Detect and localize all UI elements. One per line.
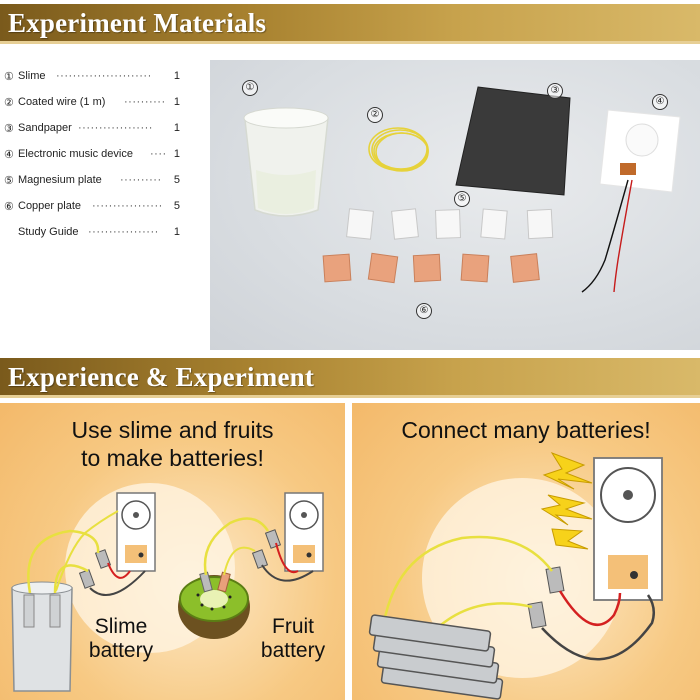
item-number: ② bbox=[4, 97, 14, 109]
item-name: Slime bbox=[18, 70, 46, 82]
slime-caption-line1: Slime bbox=[94, 615, 148, 638]
item-number: ④ bbox=[4, 149, 14, 161]
item-number: ① bbox=[4, 71, 14, 83]
item-quantity: 1 bbox=[173, 96, 180, 108]
photo-label-3: ③ bbox=[547, 83, 563, 99]
slime-battery-cup bbox=[11, 581, 73, 692]
music-device bbox=[581, 109, 681, 293]
coated-wire bbox=[368, 127, 429, 172]
music-device-large bbox=[593, 457, 663, 601]
item-name: Coated wire (1 m) bbox=[18, 96, 106, 108]
list-item: ② Coated wire (1 m) ·········· 1 bbox=[4, 96, 180, 114]
item-name: Copper plate bbox=[18, 200, 81, 212]
experience-banner: Experience & Experiment bbox=[0, 358, 700, 398]
leader-dots: ···· bbox=[150, 148, 167, 160]
list-item: ③ Sandpaper ·················· 1 bbox=[4, 122, 180, 140]
photo-label-5: ⑤ bbox=[454, 191, 470, 207]
item-number: ③ bbox=[4, 123, 14, 135]
music-device-2 bbox=[284, 492, 324, 572]
materials-illustration bbox=[243, 86, 681, 293]
item-number: ⑤ bbox=[4, 175, 14, 187]
item-quantity: 5 bbox=[173, 200, 180, 212]
leader-dots: ·········· bbox=[120, 174, 162, 186]
many-batteries-illustration bbox=[368, 452, 663, 700]
item-quantity: 5 bbox=[173, 174, 180, 186]
list-item: ④ Electronic music device ···· 1 bbox=[4, 148, 180, 166]
sound-lightning-icon bbox=[540, 452, 593, 550]
leader-dots: ·················· bbox=[78, 122, 153, 134]
leader-dots: ················· bbox=[88, 226, 159, 238]
fruit-caption-line1: Fruit bbox=[272, 615, 314, 638]
slime-fruit-illustration bbox=[11, 483, 324, 692]
slime-caption-line2: battery bbox=[88, 639, 154, 662]
sandpaper bbox=[455, 86, 571, 196]
left-panel-title-line1: Use slime and fruits bbox=[71, 417, 274, 443]
leader-dots: ················· bbox=[92, 200, 163, 212]
many-batteries-panel: Connect many batteries! bbox=[352, 403, 700, 700]
music-device-1 bbox=[116, 492, 156, 572]
list-item: Study Guide ················· 1 bbox=[4, 226, 180, 244]
item-name: Magnesium plate bbox=[18, 174, 102, 186]
photo-label-6: ⑥ bbox=[416, 303, 432, 319]
battery-stack bbox=[368, 614, 504, 700]
item-name: Electronic music device bbox=[18, 148, 133, 160]
item-name: Sandpaper bbox=[18, 122, 72, 134]
item-number: ⑥ bbox=[4, 201, 14, 213]
item-quantity: 1 bbox=[173, 70, 180, 82]
experience-heading: Experience & Experiment bbox=[8, 362, 315, 392]
photo-label-1: ① bbox=[242, 80, 258, 96]
item-quantity: 1 bbox=[173, 226, 180, 238]
materials-list: ① Slime ······················· 1 ② Coat… bbox=[0, 62, 205, 254]
copper-plates bbox=[322, 252, 540, 284]
list-item: ⑤ Magnesium plate ·········· 5 bbox=[4, 174, 180, 192]
photo-label-2: ② bbox=[367, 107, 383, 123]
left-panel-title-line2: to make batteries! bbox=[81, 445, 264, 471]
slime-fruit-panel: Use slime and fruits to make batteries! … bbox=[0, 403, 345, 700]
materials-photo: ① ② ③ ④ ⑤ ⑥ bbox=[210, 60, 700, 350]
materials-banner: Experiment Materials bbox=[0, 4, 700, 44]
list-item: ① Slime ······················· 1 bbox=[4, 70, 180, 88]
item-quantity: 1 bbox=[173, 122, 180, 134]
magnesium-plates bbox=[346, 208, 554, 240]
kiwi-fruit bbox=[178, 571, 250, 639]
fruit-caption-line2: battery bbox=[260, 639, 326, 662]
item-quantity: 1 bbox=[173, 148, 180, 160]
item-name: Study Guide bbox=[18, 226, 79, 238]
slime-cup bbox=[243, 107, 329, 217]
list-item: ⑥ Copper plate ················· 5 bbox=[4, 200, 180, 218]
leader-dots: ·········· bbox=[124, 96, 166, 108]
leader-dots: ······················· bbox=[56, 70, 152, 82]
right-panel-title: Connect many batteries! bbox=[401, 417, 651, 443]
photo-label-4: ④ bbox=[652, 94, 668, 110]
materials-heading: Experiment Materials bbox=[8, 8, 267, 38]
